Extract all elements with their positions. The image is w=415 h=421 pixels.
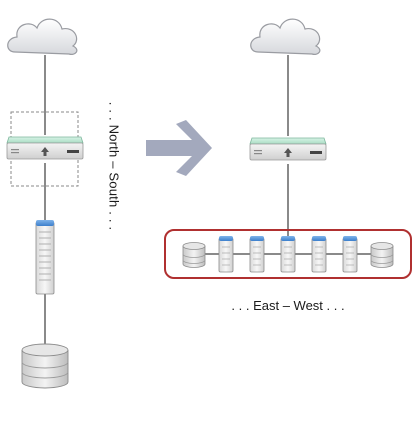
transition-arrow-icon: [146, 120, 212, 176]
server-tower-icon: [35, 219, 55, 295]
east-west-highlight-box: [164, 229, 412, 279]
cloud-icon: [250, 18, 321, 55]
server-tower-icon: [218, 235, 234, 273]
server-tower-icon: [280, 235, 296, 273]
server-tower-icon: [249, 235, 265, 273]
database-icon: [182, 242, 206, 268]
firewall-appliance-icon: [249, 137, 327, 161]
firewall-appliance-icon: [6, 136, 84, 160]
server-tower-icon: [311, 235, 327, 273]
north-south-label-text: . . . North – South . . .: [106, 101, 122, 231]
cloud-icon: [7, 18, 78, 55]
database-icon: [21, 343, 69, 389]
database-icon: [370, 242, 394, 268]
east-west-label: . . . East – West . . .: [231, 298, 345, 313]
server-tower-icon: [342, 235, 358, 273]
